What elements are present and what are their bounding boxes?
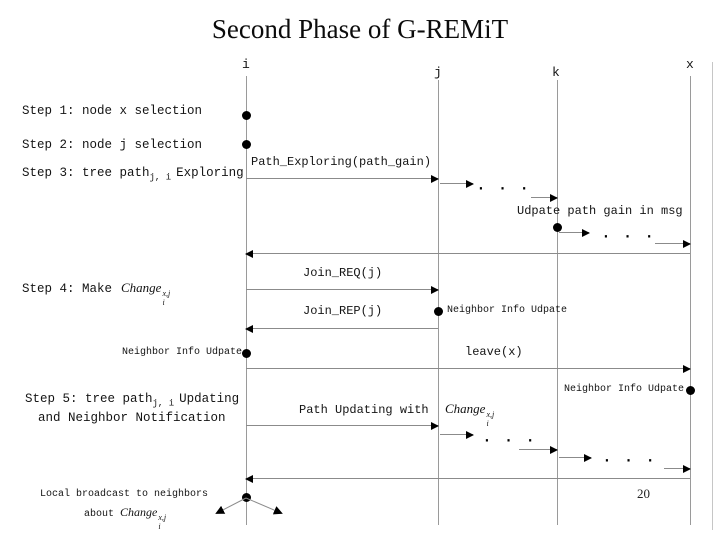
page-number: 20 [637,486,650,501]
message-leave-x: leave(x) [465,345,523,359]
slide-edge [712,62,713,530]
arrow-join-req-i-j [246,286,439,294]
arrow-into-k-2 [519,446,558,454]
message-join-rep: Join_REP(j) [303,304,383,318]
message-join-req: Join_REQ(j) [303,266,383,280]
arrow-forward-from-k [559,229,590,237]
label-neighbor-info-update-x: Neighbor Info Udpate [564,384,685,395]
label-neighbor-info-update-i: Neighbor Info Udpate [122,347,243,358]
lifeline-label-i: i [242,57,250,72]
event-marker-step2 [242,140,251,149]
arrow-forward-from-k-2 [559,454,592,462]
ellipsis-4: · · · [603,454,658,469]
label-neighbor-info-update-j: Neighbor Info Udpate [447,305,568,316]
event-marker-j-neighbor-update [434,307,443,316]
arrow-return-x-i-2 [245,475,690,483]
lifeline-label-j: j [434,65,442,80]
lifeline-k [557,80,558,525]
step-4-label: Step 4: Make [22,282,113,296]
ellipsis-1: · · · [477,182,532,197]
lifeline-label-k: k [552,65,560,80]
lifeline-x [690,76,691,525]
arrow-into-x [655,240,691,248]
lifeline-i [246,76,247,525]
broadcast-arrows [215,497,283,515]
arrow-into-k [531,194,558,202]
message-path-exploring: Path_Exploring(path_gain) [251,155,432,169]
lifeline-label-x: x [686,57,694,72]
arrow-join-rep-j-i [245,325,438,333]
message-update-path-gain: Udpate path gain in msg [517,204,683,218]
arrow-into-x-2 [664,465,691,473]
arrow-leave-i-x [246,365,691,373]
arrow-forward-from-j-2 [440,431,474,439]
slide-title: Second Phase of G-REMiT [211,14,509,44]
event-marker-k-update [553,223,562,232]
lifeline-j [438,80,439,525]
step-5-label-line2: and Neighbor Notification [38,411,226,425]
message-path-updating: Path Updating with [299,403,429,417]
event-marker-x-neighbor-update [686,386,695,395]
step-5-subscript: j, i [152,398,175,409]
event-marker-broadcast [242,493,251,502]
step-1-label: Step 1: node x selection [22,104,203,118]
event-marker-step1 [242,111,251,120]
event-marker-i-neighbor-update [242,349,251,358]
broadcast-label: Local broadcast to neighbors [40,489,209,500]
arrow-return-x-i [245,250,690,258]
step-3-subscript: j, i [149,172,172,183]
arrow-forward-from-j [440,180,474,188]
step-2-label: Step 2: node j selection [22,138,203,152]
ellipsis-3: · · · [483,434,538,449]
arrow-path-exploring-i-j [246,175,439,183]
arrow-path-updating-i-j [246,422,439,430]
ellipsis-2: · · · [602,230,657,245]
